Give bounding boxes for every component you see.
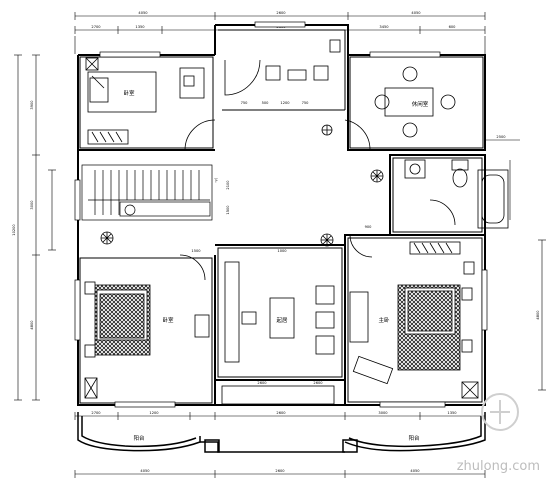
dim-top-inner-4: 3450 [379,25,389,29]
stair [81,164,213,221]
dim-top-inner-1: 2700 [91,25,101,29]
room-label-balcony-right: 阳台 [408,434,420,442]
dim-misc-7: 1500 [191,249,201,253]
plant-icon [100,231,114,245]
dim-left-3: 4800 [30,320,34,330]
dim-misc-6: 2600 [313,381,323,385]
dim-misc-11: 1500 [226,205,230,215]
watermark-logo [481,393,519,431]
room-label-bedroom-sw: 卧室 [162,316,174,324]
dim-top-3: 4050 [411,11,421,15]
dim-bottom-inner-2: 1200 [149,411,159,415]
dim-misc-4: 750 [302,101,310,105]
bathroom [404,159,509,229]
dim-misc-3: 1200 [280,101,290,105]
dim-misc-12: 2500 [496,135,506,139]
dim-top-2: 2600 [276,11,286,15]
room-label-master: 主卧 [378,316,390,324]
watermark-text: zhulong.com [457,459,540,474]
stair-down-label: 下 [214,178,218,183]
dim-bottom-inner-5: 1350 [447,411,457,415]
dim-left-2: 3000 [30,200,34,210]
plant-icon [320,233,334,247]
dim-misc-1: 750 [241,101,249,105]
study-table [374,66,456,138]
dim-misc-2: 500 [262,101,270,105]
inner-walls [79,29,484,404]
dim-misc-9: 900 [365,225,373,229]
dim-right-1: 4800 [536,310,540,320]
entry-chairs [265,65,329,81]
dim-misc-8: 1000 [277,249,287,253]
dim-top-inner-5: 600 [449,25,457,29]
entry-door [224,39,341,96]
top-dimensions [74,12,486,54]
bottom-dimensions [74,412,486,478]
right-dimensions [485,139,546,391]
dim-bottom-1: 4050 [140,469,150,473]
wardrobe-nw [85,57,99,71]
dim-bottom-3: 4050 [410,469,420,473]
room-label-bedroom-nw: 卧室 [123,89,135,97]
bed-master [349,241,479,399]
dim-misc-10: 2100 [226,180,230,190]
room-label-balcony-left: 阳台 [133,434,145,442]
room-label-study: 休闲室 [412,100,429,108]
dim-bottom-2: 2600 [275,469,285,473]
dim-bottom-inner-1: 2700 [91,411,101,415]
dim-misc-5: 2600 [257,381,267,385]
left-dimensions [14,54,56,401]
dim-top-1: 4050 [138,11,148,15]
balcony [77,412,486,453]
plant-icon [370,169,384,183]
dim-bottom-inner-3: 2600 [276,411,286,415]
living-furniture [221,261,335,405]
dim-bottom-inner-4: 3000 [378,411,388,415]
dim-left-total: 10200 [12,224,16,236]
corridor-doors [179,119,456,281]
room-label-living: 起居 [276,317,288,324]
dim-top-inner-2: 1350 [135,25,145,29]
dim-left-1: 3900 [30,100,34,110]
plant-icon [321,124,333,136]
desk-nw [179,67,205,99]
windows [74,21,488,408]
bed-nw [87,71,157,145]
bed-sw [84,281,210,399]
